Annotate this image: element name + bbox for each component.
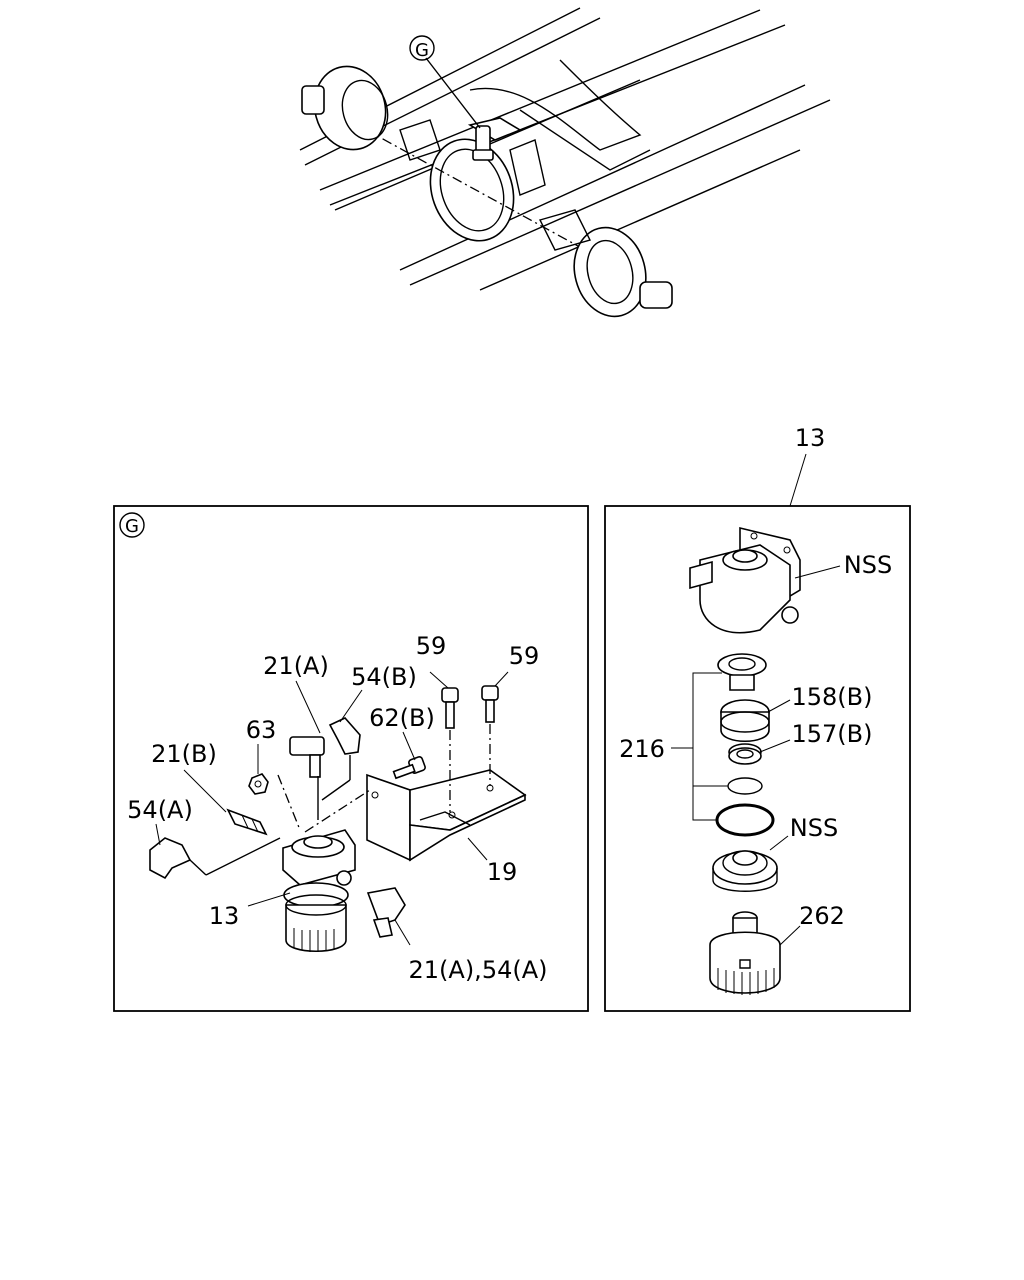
- label-262: 262: [799, 902, 845, 930]
- label-216: 216: [619, 735, 665, 763]
- o-ring-large: [715, 803, 775, 837]
- label-63: 63: [246, 716, 277, 744]
- label-158b: 158(B): [792, 683, 873, 711]
- bolt-62b: [392, 756, 426, 780]
- fitting-21a-54a-group: [366, 887, 406, 938]
- bolt-59-b: [481, 685, 499, 786]
- detail-g-panel: G: [113, 505, 589, 1012]
- detail-13-panel: 13: [604, 424, 911, 1012]
- filter-element: [712, 850, 778, 892]
- detail-g-marker: G: [125, 516, 139, 537]
- kit-216-bracket: [692, 672, 722, 821]
- filter-bowl: [709, 911, 781, 995]
- label-head-nss: NSS: [844, 551, 892, 579]
- bracket-19: [366, 769, 527, 862]
- filter-head: [689, 526, 801, 634]
- fitting-21b: [226, 808, 268, 836]
- label-21b: 21(B): [151, 740, 217, 768]
- label-157b: 157(B): [792, 720, 873, 748]
- label-21a: 21(A): [263, 652, 329, 680]
- o-ring-small: [727, 777, 763, 795]
- label-54b: 54(B): [351, 663, 417, 691]
- label-19: 19: [487, 858, 518, 886]
- detail-g-leaders: [155, 671, 509, 946]
- label-element-nss: NSS: [790, 814, 838, 842]
- label-59-a: 59: [416, 632, 447, 660]
- seal-stack: [717, 653, 770, 742]
- elbow-54a: [149, 837, 281, 880]
- label-59-b: 59: [509, 642, 540, 670]
- callout-g-letter: G: [415, 40, 429, 61]
- nut-63: [248, 773, 269, 795]
- seal-157b: [728, 743, 762, 765]
- elbow-54b: [321, 717, 361, 801]
- fitting-21a: [289, 736, 325, 820]
- label-54a: 54(A): [127, 796, 193, 824]
- detail-13-frame: [604, 505, 911, 1012]
- filter-assembly-13: [277, 774, 371, 953]
- label-62b: 62(B): [369, 704, 435, 732]
- callout-g-circle: [409, 35, 435, 61]
- axle-overview: G: [299, 7, 831, 318]
- bolt-59-a: [441, 687, 459, 812]
- detail-13-ref: 13: [795, 424, 826, 452]
- detail-g-marker-circle: [119, 512, 145, 538]
- label-21a-54a: 21(A),54(A): [409, 956, 548, 984]
- detail-g-frame: [113, 505, 589, 1012]
- label-13: 13: [209, 902, 240, 930]
